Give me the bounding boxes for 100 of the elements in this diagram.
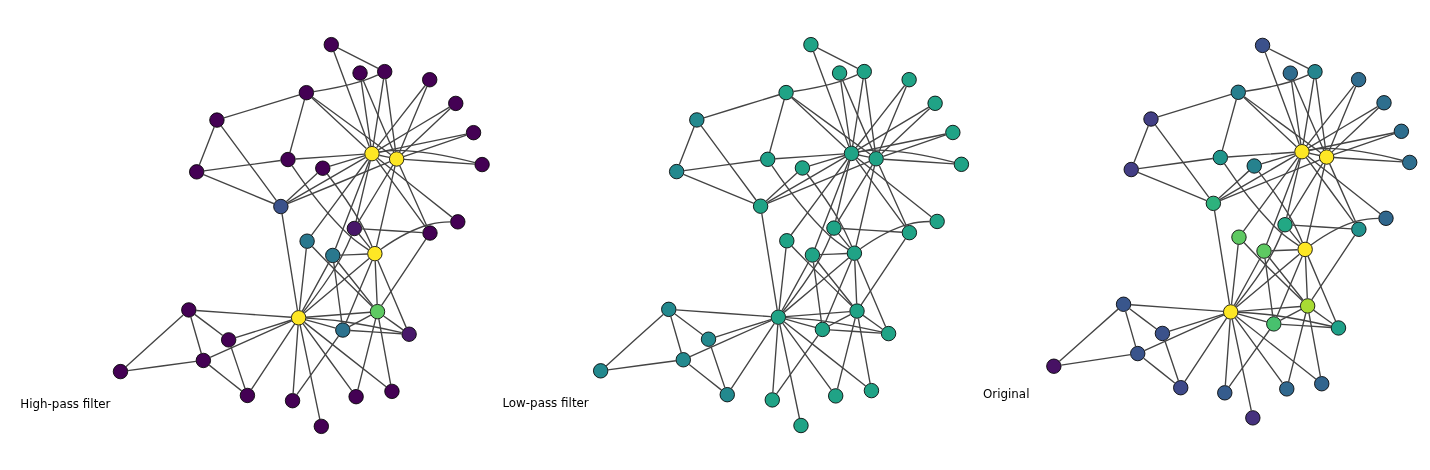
- node-circle: [953, 156, 970, 172]
- node-circle: [779, 232, 795, 248]
- connector: [1219, 158, 1321, 201]
- connector: [730, 322, 775, 389]
- connector: [857, 148, 956, 163]
- connector: [1308, 152, 1321, 156]
- connector: [1234, 230, 1283, 307]
- connector: [783, 256, 850, 313]
- node-circle: [1212, 149, 1228, 165]
- connector: [291, 164, 370, 251]
- node-circle: [1217, 384, 1233, 400]
- node-circle: [189, 163, 205, 179]
- connector: [1267, 255, 1304, 301]
- connector: [781, 260, 810, 311]
- node-circle: [1173, 379, 1189, 395]
- connector: [1133, 124, 1149, 163]
- node-circle: [760, 151, 776, 167]
- connector: [1307, 254, 1337, 322]
- connector: [1218, 169, 1250, 199]
- connector: [783, 320, 867, 387]
- node-circle: [661, 301, 677, 317]
- connector: [1219, 154, 1297, 200]
- connector: [678, 125, 695, 166]
- node-circle: [863, 382, 880, 398]
- node-circle: [221, 331, 237, 348]
- connector: [1128, 307, 1158, 330]
- connector: [305, 317, 403, 333]
- node-circle: [1277, 216, 1293, 232]
- node-circle: [401, 326, 417, 342]
- node-circle: [778, 84, 794, 100]
- connector: [230, 345, 246, 389]
- connector: [1237, 311, 1333, 327]
- connector: [1221, 98, 1238, 151]
- connector: [1287, 311, 1307, 382]
- connector: [858, 153, 870, 158]
- connector: [834, 159, 851, 222]
- node-circle: [384, 383, 400, 399]
- connector: [403, 158, 476, 165]
- connector: [125, 313, 184, 367]
- connector: [1304, 255, 1308, 299]
- connector: [812, 261, 823, 323]
- connector: [382, 314, 404, 331]
- connector: [339, 252, 369, 256]
- connector: [1308, 131, 1395, 151]
- connector: [337, 46, 379, 69]
- connector: [688, 363, 723, 391]
- connector: [1290, 79, 1302, 145]
- connector: [1143, 313, 1225, 351]
- connector: [882, 133, 947, 157]
- connector: [854, 259, 858, 304]
- connector: [1154, 123, 1210, 198]
- connector: [303, 257, 370, 314]
- connector: [1286, 157, 1301, 218]
- node-circle: [1245, 409, 1261, 425]
- node-circle: [689, 111, 705, 128]
- connector: [782, 233, 832, 312]
- node-circle: [770, 309, 786, 325]
- node-circle: [1378, 210, 1394, 226]
- connector: [1234, 316, 1283, 383]
- connector: [766, 160, 871, 204]
- connector: [223, 93, 301, 119]
- node-circle: [422, 71, 438, 87]
- connector: [1058, 307, 1119, 362]
- connector: [377, 259, 407, 328]
- connector: [357, 317, 377, 390]
- connector: [864, 77, 876, 152]
- connector: [675, 308, 772, 317]
- connector: [1233, 256, 1262, 306]
- connector: [313, 73, 379, 92]
- connector: [1223, 162, 1300, 246]
- connector: [286, 156, 367, 204]
- connector: [1228, 328, 1271, 387]
- connector: [841, 78, 874, 153]
- connector: [818, 252, 848, 255]
- connector: [1243, 95, 1322, 153]
- node-circle: [1279, 380, 1295, 397]
- connector: [860, 237, 906, 306]
- connector: [862, 314, 884, 330]
- connector: [1305, 156, 1356, 224]
- node-circle: [803, 36, 819, 52]
- connector: [1331, 106, 1380, 153]
- node-circle: [422, 224, 438, 241]
- node-circle: [315, 160, 331, 176]
- node-circle: [348, 388, 364, 404]
- connector: [806, 172, 853, 247]
- connector: [1270, 248, 1299, 251]
- connector: [345, 259, 373, 324]
- node-circle: [474, 156, 490, 172]
- connector: [374, 259, 378, 305]
- node-circle: [901, 224, 918, 240]
- node-circle: [1115, 296, 1132, 312]
- connector: [1307, 105, 1379, 149]
- connector: [791, 95, 871, 155]
- node-circle: [273, 198, 289, 214]
- connector: [790, 158, 848, 235]
- node-circle: [364, 145, 380, 161]
- connector: [824, 258, 853, 323]
- node-circle: [849, 302, 865, 319]
- connector: [881, 107, 931, 154]
- connector: [682, 173, 755, 204]
